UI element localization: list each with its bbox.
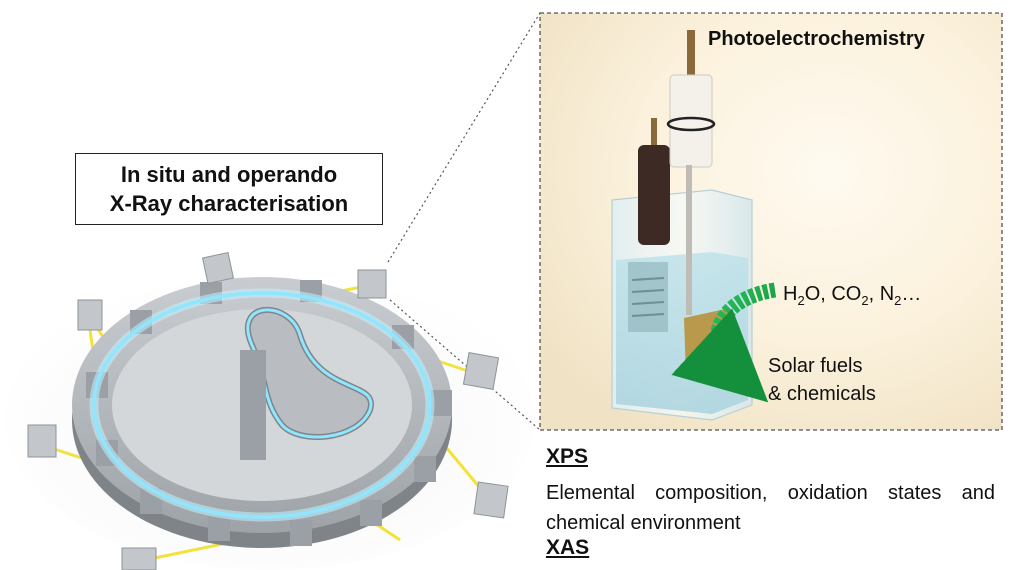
reactant-label: H2O, CO2, N2…	[783, 283, 922, 308]
xps-description: Elemental composition, oxidation states …	[546, 482, 995, 534]
conversion-arrow	[671, 282, 777, 403]
synchrotron-label-line1: In situ and operando	[120, 162, 338, 187]
counter-electrode	[669, 74, 713, 168]
xps-title: XPS	[546, 445, 589, 468]
end-stations	[27, 251, 509, 570]
product-line2: & chemicals	[768, 383, 876, 405]
inset-title: Photoelectrochemistry	[708, 28, 925, 50]
product-label: Solar fuels & chemicals	[768, 352, 876, 408]
zoom-connector-lines	[387, 12, 541, 431]
synchrotron-label-line2: X-Ray characterisation	[109, 191, 349, 216]
product-line1: Solar fuels	[768, 355, 863, 377]
xas-title: XAS	[546, 536, 590, 559]
synchrotron-label-box: In situ and operando X-Ray characterisat…	[75, 153, 383, 225]
synchrotron-ring	[72, 277, 452, 548]
reference-electrode	[638, 145, 670, 245]
